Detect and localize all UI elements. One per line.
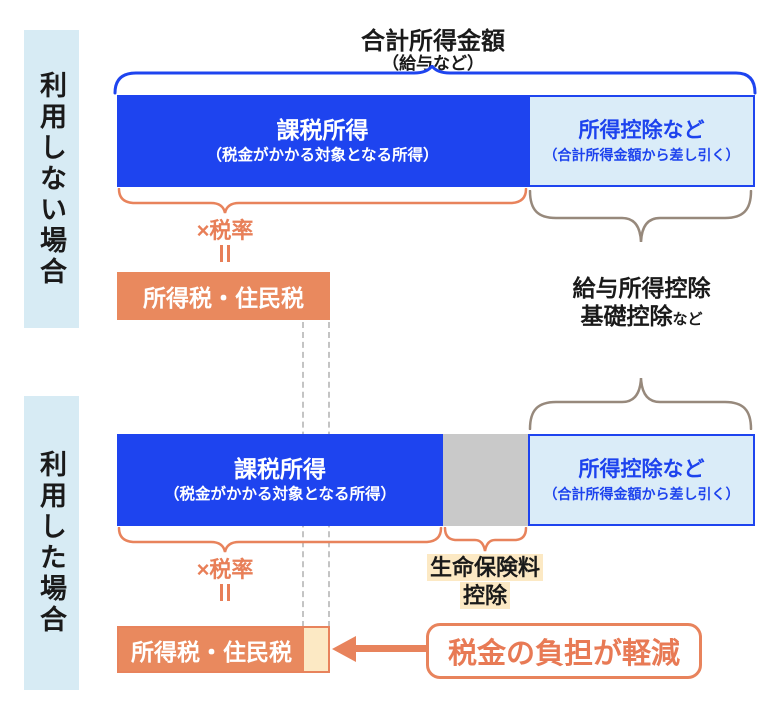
result-tax-bar-bottom-label: 所得税・住民税 — [119, 628, 304, 671]
arrow-shaft — [352, 645, 430, 652]
taxable-income-bar-bottom: 課税所得 （税金がかかる対象となる所得） — [117, 434, 443, 526]
taxable-brace-bottom-icon — [117, 527, 443, 554]
deduction-note: 給与所得控除 基礎控除など — [528, 274, 755, 334]
total-income-bracket-icon — [112, 65, 758, 95]
deduction-sub-bottom: （合計所得金額から差し引く） — [543, 486, 740, 502]
result-tax-bar-bottom: 所得税・住民税 — [117, 626, 330, 673]
insurance-deduction-segment — [443, 434, 528, 526]
equals-icon-top — [220, 245, 230, 262]
deduction-note-line2: 基礎控除 — [580, 303, 673, 329]
insurance-label-line1: 生命保険料 — [426, 554, 543, 581]
equals-icon-bottom — [220, 584, 230, 601]
taxable-income-sub-bottom: （税金がかかる対象となる所得） — [163, 486, 397, 503]
taxable-income-title-bottom: 課税所得 — [234, 456, 326, 482]
insurance-brace-icon — [443, 527, 528, 553]
diagram-subtitle: （給与など） — [382, 54, 484, 73]
diagram-title: 合計所得金額 — [361, 28, 505, 55]
tax-benefit-callout: 税金の負担が軽減 — [426, 623, 702, 679]
taxable-brace-top-icon — [117, 188, 528, 215]
deduction-title-top: 所得控除など — [578, 119, 705, 142]
deduction-box-bottom: 所得控除など （合計所得金額から差し引く） — [528, 434, 755, 526]
result-tax-bar-top: 所得税・住民税 — [117, 272, 330, 320]
deduction-box-top: 所得控除など （合計所得金額から差し引く） — [528, 95, 755, 187]
deduction-brace-up-icon — [528, 368, 753, 430]
deduction-brace-down-icon — [528, 190, 753, 252]
taxable-income-bar-top: 課税所得 （税金がかかる対象となる所得） — [117, 95, 528, 187]
deduction-title-bottom: 所得控除など — [578, 458, 705, 481]
tax-reduction-segment — [304, 628, 328, 671]
deduction-note-suffix: など — [672, 311, 703, 328]
taxable-income-title-top: 課税所得 — [276, 117, 369, 143]
tax-rate-label-bottom: ×税率 — [196, 557, 254, 582]
tax-rate-label-top: ×税率 — [196, 218, 254, 243]
taxable-income-sub-top: （税金がかかる対象となる所得） — [206, 147, 439, 164]
side-label-with: 利用した場合 — [24, 396, 79, 690]
insurance-label-line2: 控除 — [459, 582, 510, 609]
side-label-without: 利用しない場合 — [24, 30, 79, 328]
deduction-sub-top: （合計所得金額から差し引く） — [543, 147, 740, 163]
insurance-deduction-label: 生命保険料 控除 — [395, 554, 575, 610]
deduction-note-line1: 給与所得控除 — [572, 275, 711, 301]
